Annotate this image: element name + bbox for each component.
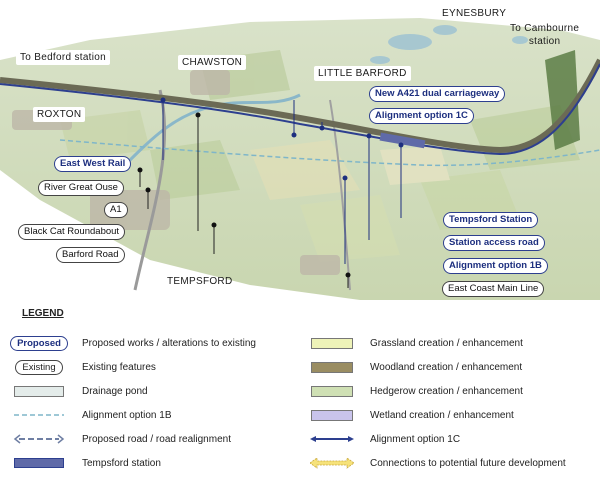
alignment-1c-line [0, 63, 600, 156]
legend-item-proposed: Proposed Proposed works / alterations to… [10, 335, 256, 351]
label-east-coast-main-line: East Coast Main Line [442, 281, 545, 297]
legend-item-grassland: Grassland creation / enhancement [308, 335, 523, 351]
wetland-swatch [311, 409, 353, 421]
label-station-access-road: Station access road [443, 235, 545, 251]
label-barford-road: Barford Road [56, 247, 125, 263]
place-eynesbury: EYNESBURY [442, 8, 507, 19]
existing-dots [137, 112, 351, 278]
tempsford-station-mark [379, 132, 426, 149]
legend-symbol-proposed: Proposed [10, 335, 68, 351]
place-little-barford: LITTLE BARFORD [314, 66, 411, 81]
legend-item-road: Proposed road / road realignment [10, 431, 231, 447]
place-tempsford: TEMPSFORD [167, 276, 233, 287]
grassland-swatch [311, 337, 353, 349]
aerial-map: EYNESBURY To Cambourne station To Bedfor… [0, 8, 600, 300]
legend-item-align1b: Alignment option 1B [10, 407, 172, 423]
leader-lines [162, 100, 402, 264]
legend-title: LEGEND [22, 308, 64, 319]
label-river-great-ouse: River Great Ouse [38, 180, 124, 196]
legend-item-woodland: Woodland creation / enhancement [308, 359, 522, 375]
label-new-a421: New A421 dual carriageway [369, 86, 506, 102]
east-west-rail-line [0, 58, 600, 154]
label-black-cat-roundabout: Black Cat Roundabout [18, 224, 126, 240]
place-to-bedford: To Bedford station [16, 50, 111, 65]
label-alignment-1b: Alignment option 1B [443, 258, 548, 274]
legend-item-align1c: Alignment option 1C [308, 431, 460, 447]
a1-road-line [133, 89, 167, 291]
drainage-swatch [14, 385, 64, 397]
alignment-1b-line [59, 139, 600, 167]
place-roxton: ROXTON [33, 107, 86, 122]
label-east-west-rail: East West Rail [54, 156, 132, 172]
place-chawston: CHAWSTON [178, 55, 247, 70]
legend-item-wetland: Wetland creation / enhancement [308, 407, 514, 423]
lakes [370, 25, 528, 64]
hedgerow-swatch [311, 385, 353, 397]
legend-item-connections: Connections to potential future developm… [308, 455, 566, 471]
legend-item-station: Tempsford station [10, 455, 161, 471]
label-tempsford-station: Tempsford Station [443, 212, 539, 228]
legend-item-existing: Existing Existing features [10, 359, 156, 375]
woodland-swatch [311, 361, 353, 373]
label-a1: A1 [104, 202, 128, 218]
yellow-arrow-icon [310, 457, 354, 469]
river-line [118, 93, 301, 172]
legend: LEGEND Proposed Proposed works / alterat… [0, 300, 600, 497]
double-arrow-icon [13, 434, 65, 444]
existing-leader-lines [139, 115, 349, 288]
legend-item-hedgerow: Hedgerow creation / enhancement [308, 383, 523, 399]
label-alignment-1c: Alignment option 1C [369, 108, 474, 124]
station-swatch [14, 458, 64, 468]
dashed-line-icon [14, 414, 64, 416]
legend-symbol-existing: Existing [10, 359, 68, 375]
leader-dots [160, 97, 404, 181]
place-to-cambourne: To Cambourne station [510, 23, 580, 47]
line-arrow-icon [310, 436, 354, 442]
legend-item-drainage: Drainage pond [10, 383, 148, 399]
